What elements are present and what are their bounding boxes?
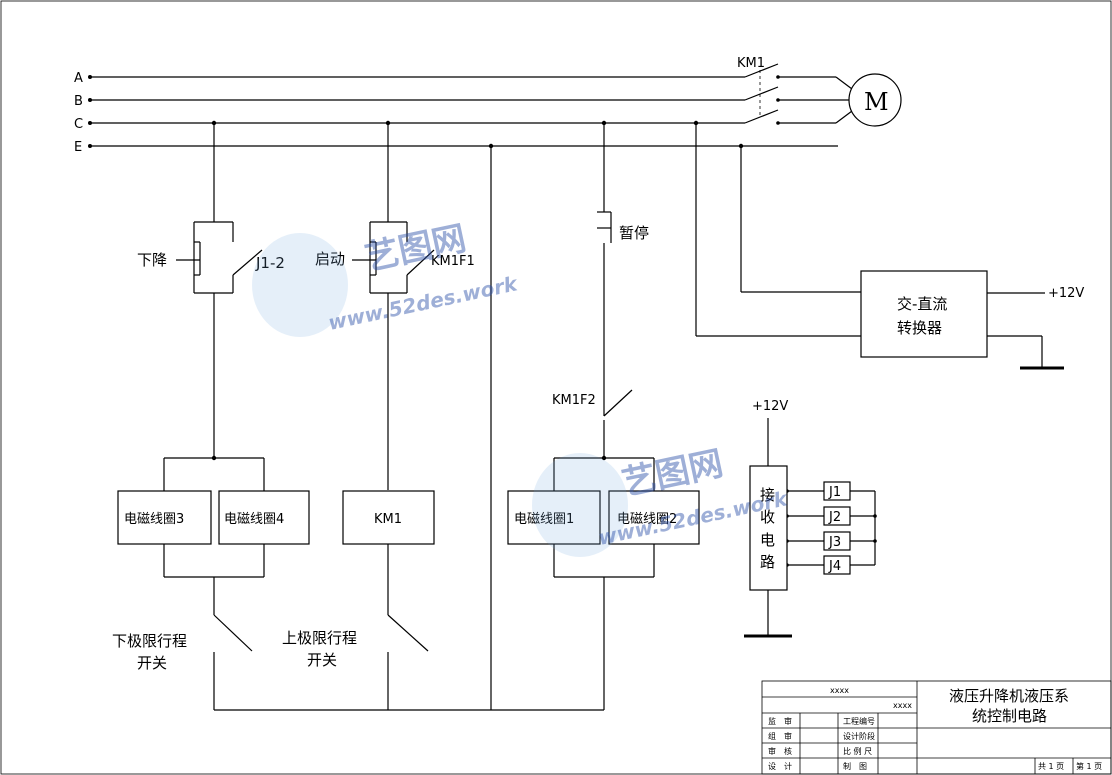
- phase-label-c: C: [74, 117, 83, 132]
- down-button-label: 下降: [137, 251, 167, 269]
- branch-down: [176, 120, 263, 461]
- km1-main-contacts: [744, 63, 853, 125]
- pause-button-label: 暂停: [619, 224, 649, 242]
- start-button-label: 启动: [315, 250, 345, 268]
- receiver-label-char4: 路: [760, 553, 775, 571]
- receiver-wiring: [744, 418, 877, 638]
- upper-limit-label-line1: 上极限行程: [282, 629, 357, 647]
- lower-limit-label-line2: 开关: [137, 654, 167, 672]
- tb-row3-field: 比 例 尺: [843, 746, 872, 756]
- j12-contact-label: J1-2: [255, 254, 285, 272]
- phase-label-a: A: [74, 71, 83, 86]
- relay-j4: [823, 555, 851, 575]
- motor: [848, 73, 902, 127]
- watermark-left: 艺图网 www.52des.work: [252, 218, 521, 337]
- relay-j3: [823, 531, 851, 551]
- coil-4: [218, 490, 310, 545]
- tb-row1-label: 监 审: [768, 716, 792, 726]
- watermark-url-left: www.52des.work: [326, 271, 521, 335]
- motor-label: M: [864, 88, 889, 116]
- coil-2-label: 电磁线圈2: [617, 512, 677, 527]
- ac-dc-converter: [860, 270, 988, 358]
- page-number: 第 1 页: [1076, 761, 1102, 771]
- coil-3: [117, 490, 212, 545]
- coil-2: [608, 490, 700, 545]
- receiver-label-char1: 接: [760, 486, 775, 504]
- km1f1-contact-label: KM1F1: [431, 254, 475, 269]
- tb-row4-label: 设 计: [768, 761, 792, 771]
- converter-output-label: +12V: [1048, 286, 1084, 301]
- title-block-code-right: xxxx: [893, 701, 912, 710]
- power-bus: [88, 75, 838, 148]
- km1-main-label: KM1: [737, 56, 765, 71]
- coil-1-label: 电磁线圈1: [514, 512, 574, 527]
- tb-row3-label: 审 核: [768, 746, 792, 756]
- branch-start: [352, 120, 435, 490]
- coil-group-left-wiring: [163, 457, 265, 710]
- converter-label-line2: 转换器: [897, 319, 942, 337]
- relay-j1-label: J1: [828, 485, 841, 500]
- tb-row4-field: 制 图: [843, 761, 867, 771]
- coil-3-label: 电磁线圈3: [124, 512, 184, 527]
- converter-label-line1: 交-直流: [897, 295, 947, 313]
- upper-limit-label-line2: 开关: [307, 651, 337, 669]
- phase-label-b: B: [74, 94, 83, 109]
- tb-row1-field: 工程编号: [843, 716, 875, 726]
- phase-label-e: E: [74, 140, 82, 155]
- drawing-title-line2: 统控制电路: [972, 707, 1047, 725]
- coil-group-right-wiring: [553, 457, 655, 710]
- converter-wiring: [693, 120, 1064, 370]
- title-block: [761, 680, 1112, 775]
- drawing-title-line1: 液压升降机液压系: [949, 687, 1069, 705]
- relay-j2: [823, 506, 851, 526]
- branch-return: [488, 143, 494, 710]
- relay-j2-label: J2: [828, 510, 841, 525]
- coil-4-label: 电磁线圈4: [224, 512, 284, 527]
- total-pages: 共 1 页: [1038, 762, 1064, 771]
- km1-coil-label: KM1: [374, 512, 402, 527]
- relay-j4-label: J4: [828, 559, 841, 574]
- receiver-label-char2: 收: [760, 508, 775, 526]
- km1-coil: [342, 490, 435, 545]
- watermark-brand-left: 艺图网: [362, 218, 470, 278]
- tb-row2-field: 设计阶段: [843, 731, 875, 741]
- relay-j3-label: J3: [828, 535, 841, 550]
- coil-1: [507, 490, 601, 545]
- lower-limit-label-line1: 下极限行程: [112, 632, 187, 650]
- tb-row2-label: 组 审: [768, 731, 792, 741]
- receiver-circuit: [749, 465, 788, 591]
- relay-j1: [823, 481, 851, 501]
- km1-coil-wiring: [387, 544, 429, 710]
- title-block-code-top: xxxx: [830, 686, 849, 695]
- branch-pause: [597, 120, 633, 461]
- receiver-supply-label: +12V: [752, 399, 788, 414]
- receiver-label-char3: 电: [760, 531, 775, 549]
- km1f2-contact-label: KM1F2: [552, 393, 596, 408]
